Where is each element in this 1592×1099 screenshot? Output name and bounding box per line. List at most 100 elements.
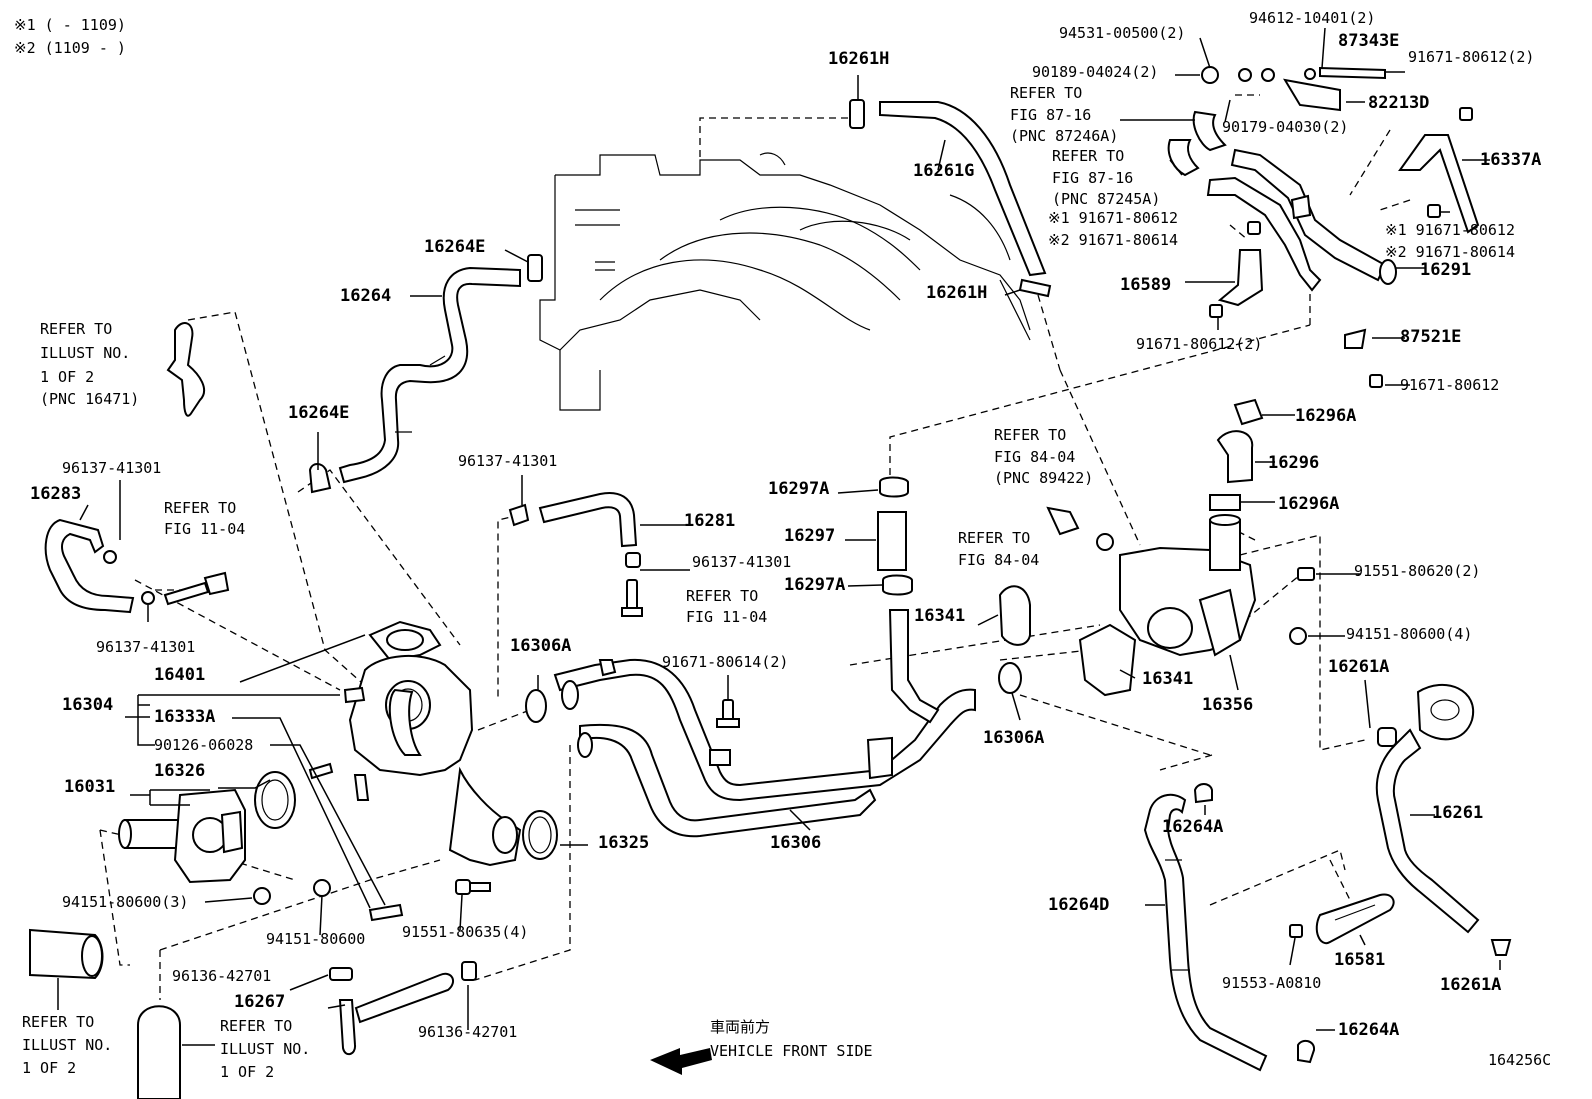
direction-en: VEHICLE FRONT SIDE [710,1042,873,1060]
ref-illust-bl-2: ILLUST NO. [22,1036,112,1054]
label-16261: 16261 [1432,803,1483,823]
ref-fig8716b-1: REFER TO [1052,147,1124,165]
water-outlet-16304 [308,620,522,922]
label-91671-80614-s2b: ※2 91671-80614 [1385,243,1515,261]
label-96136-b: 96136-42701 [418,1023,517,1041]
ref-fig8404b-1: REFER TO [958,529,1030,547]
clamp-16264E-mid [308,463,332,494]
ref-fig8716a-2: FIG 87-16 [1010,106,1091,124]
label-94151-80600: 94151-80600 [266,930,365,948]
water-inlet-16356 [1119,514,1257,657]
label-16333A: 16333A [154,707,215,727]
label-94531: 94531-00500(2) [1059,24,1185,42]
clamp-96137-left [141,571,230,606]
direction-jp: 車両前方 [710,1018,770,1036]
refer-pipe-upper-left [166,322,206,417]
hose-16264 [338,266,521,484]
ref-illust-bl-3: 1 OF 2 [22,1059,76,1077]
label-16306A-b: 16306A [983,728,1044,748]
label-94151-80600-3: 94151-80600(3) [62,893,188,911]
label-16261A-b: 16261A [1440,975,1501,995]
label-16261H-top: 16261H [828,49,889,69]
label-16337A: 16337A [1480,150,1541,170]
label-16401: 16401 [154,665,205,685]
ref-fig1104b-2: FIG 11-04 [686,608,767,626]
label-82213D: 82213D [1368,93,1429,113]
label-91671-80614-2: 91671-80614(2) [662,653,788,671]
ref-fig8716b-2: FIG 87-16 [1052,169,1133,187]
gasket-16341-left [998,585,1031,646]
ref-fig1104a-1: REFER TO [164,499,236,517]
label-16261A-a: 16261A [1328,657,1389,677]
ref-illust-top-3: 1 OF 2 [40,368,94,386]
clamp-96136-a [329,967,353,981]
label-16306: 16306 [770,833,821,853]
label-91671-80612-s1a: ※1 91671-80612 [1048,209,1178,227]
clamp-96136-b [461,961,477,981]
hose-16297 [877,476,913,596]
ref-illust-bc-3: 1 OF 2 [220,1063,274,1081]
label-16264A-a: 16264A [1162,817,1223,837]
nut-94151-80600 [313,879,331,897]
label-16267: 16267 [234,992,285,1012]
label-16264D: 16264D [1048,895,1109,915]
label-90179: 90179-04030(2) [1222,118,1348,136]
label-16297: 16297 [784,526,835,546]
label-96136-a: 96136-42701 [172,967,271,985]
illustration-id: 164256C [1488,1051,1551,1069]
label-16341-b: 16341 [1142,669,1193,689]
ref-fig8404b-2: FIG 84-04 [958,551,1039,569]
label-91551-80620: 91551-80620(2) [1354,562,1480,580]
bolt-91551-80620 [1297,567,1315,581]
label-96137-d: 96137-41301 [692,553,791,571]
hose-16267 [338,972,455,1056]
nut-94151-80600-4 [1289,627,1307,645]
label-16341-a: 16341 [914,606,965,626]
hose-16296 [1209,398,1264,511]
hose-16283 [44,518,135,614]
sensor-82213D [1201,66,1386,112]
refer-pipe-bottom-left [29,928,104,980]
ref-illust-bc-2: ILLUST NO. [220,1040,310,1058]
ref-fig8716b-3: (PNC 87245A) [1052,190,1160,208]
label-16296A-b: 16296A [1278,494,1339,514]
bracket-16337A [1398,134,1480,234]
ref-fig8716a-1: REFER TO [1010,84,1082,102]
thermostat-housing-16031 [118,788,246,884]
clamp-96137-mid [625,552,641,568]
bolt-91551-80635 [455,879,491,895]
clamp-16264A-b [1297,1039,1316,1064]
hoses-fig8716 [1167,110,1227,177]
label-91671-80612-single: 91671-80612 [1400,376,1499,394]
ref-fig1104b-1: REFER TO [686,587,758,605]
vehicle-front-arrow [650,1048,712,1075]
clamp-16264A-a [1193,783,1213,804]
clamp-16264E-top [527,254,543,282]
pipe-16306 [553,609,976,838]
gasket-16306A-left [525,689,547,723]
label-90126: 90126-06028 [154,736,253,754]
bolt-refer-fig1104b [621,579,643,617]
label-16261G: 16261G [913,161,974,181]
gasket-16306A-right [998,662,1022,694]
label-94612: 94612-10401(2) [1249,9,1375,27]
label-91671-80612-2-mid: 91671-80612(2) [1136,335,1262,353]
label-16297A-a: 16297A [768,479,829,499]
label-91671-80614-s2a: ※2 91671-80614 [1048,231,1178,249]
bracket-16589 [1217,249,1264,307]
label-91671-80612-s1b: ※1 91671-80612 [1385,221,1515,239]
label-87521E: 87521E [1400,327,1461,347]
intake-manifold-illustration [539,152,1031,411]
label-16291: 16291 [1420,260,1471,280]
clamp-16261H-top [849,99,865,129]
label-16296: 16296 [1268,453,1319,473]
pipe-16291 [1206,148,1397,292]
nut-94151-80600-3 [253,887,271,905]
label-16281: 16281 [684,511,735,531]
label-16356: 16356 [1202,695,1253,715]
ref-illust-top-1: REFER TO [40,320,112,338]
ref-illust-top-4: (PNC 16471) [40,390,139,408]
label-16581: 16581 [1334,950,1385,970]
gasket-16326 [254,771,296,829]
ref-fig8716a-3: (PNC 87246A) [1010,127,1118,145]
